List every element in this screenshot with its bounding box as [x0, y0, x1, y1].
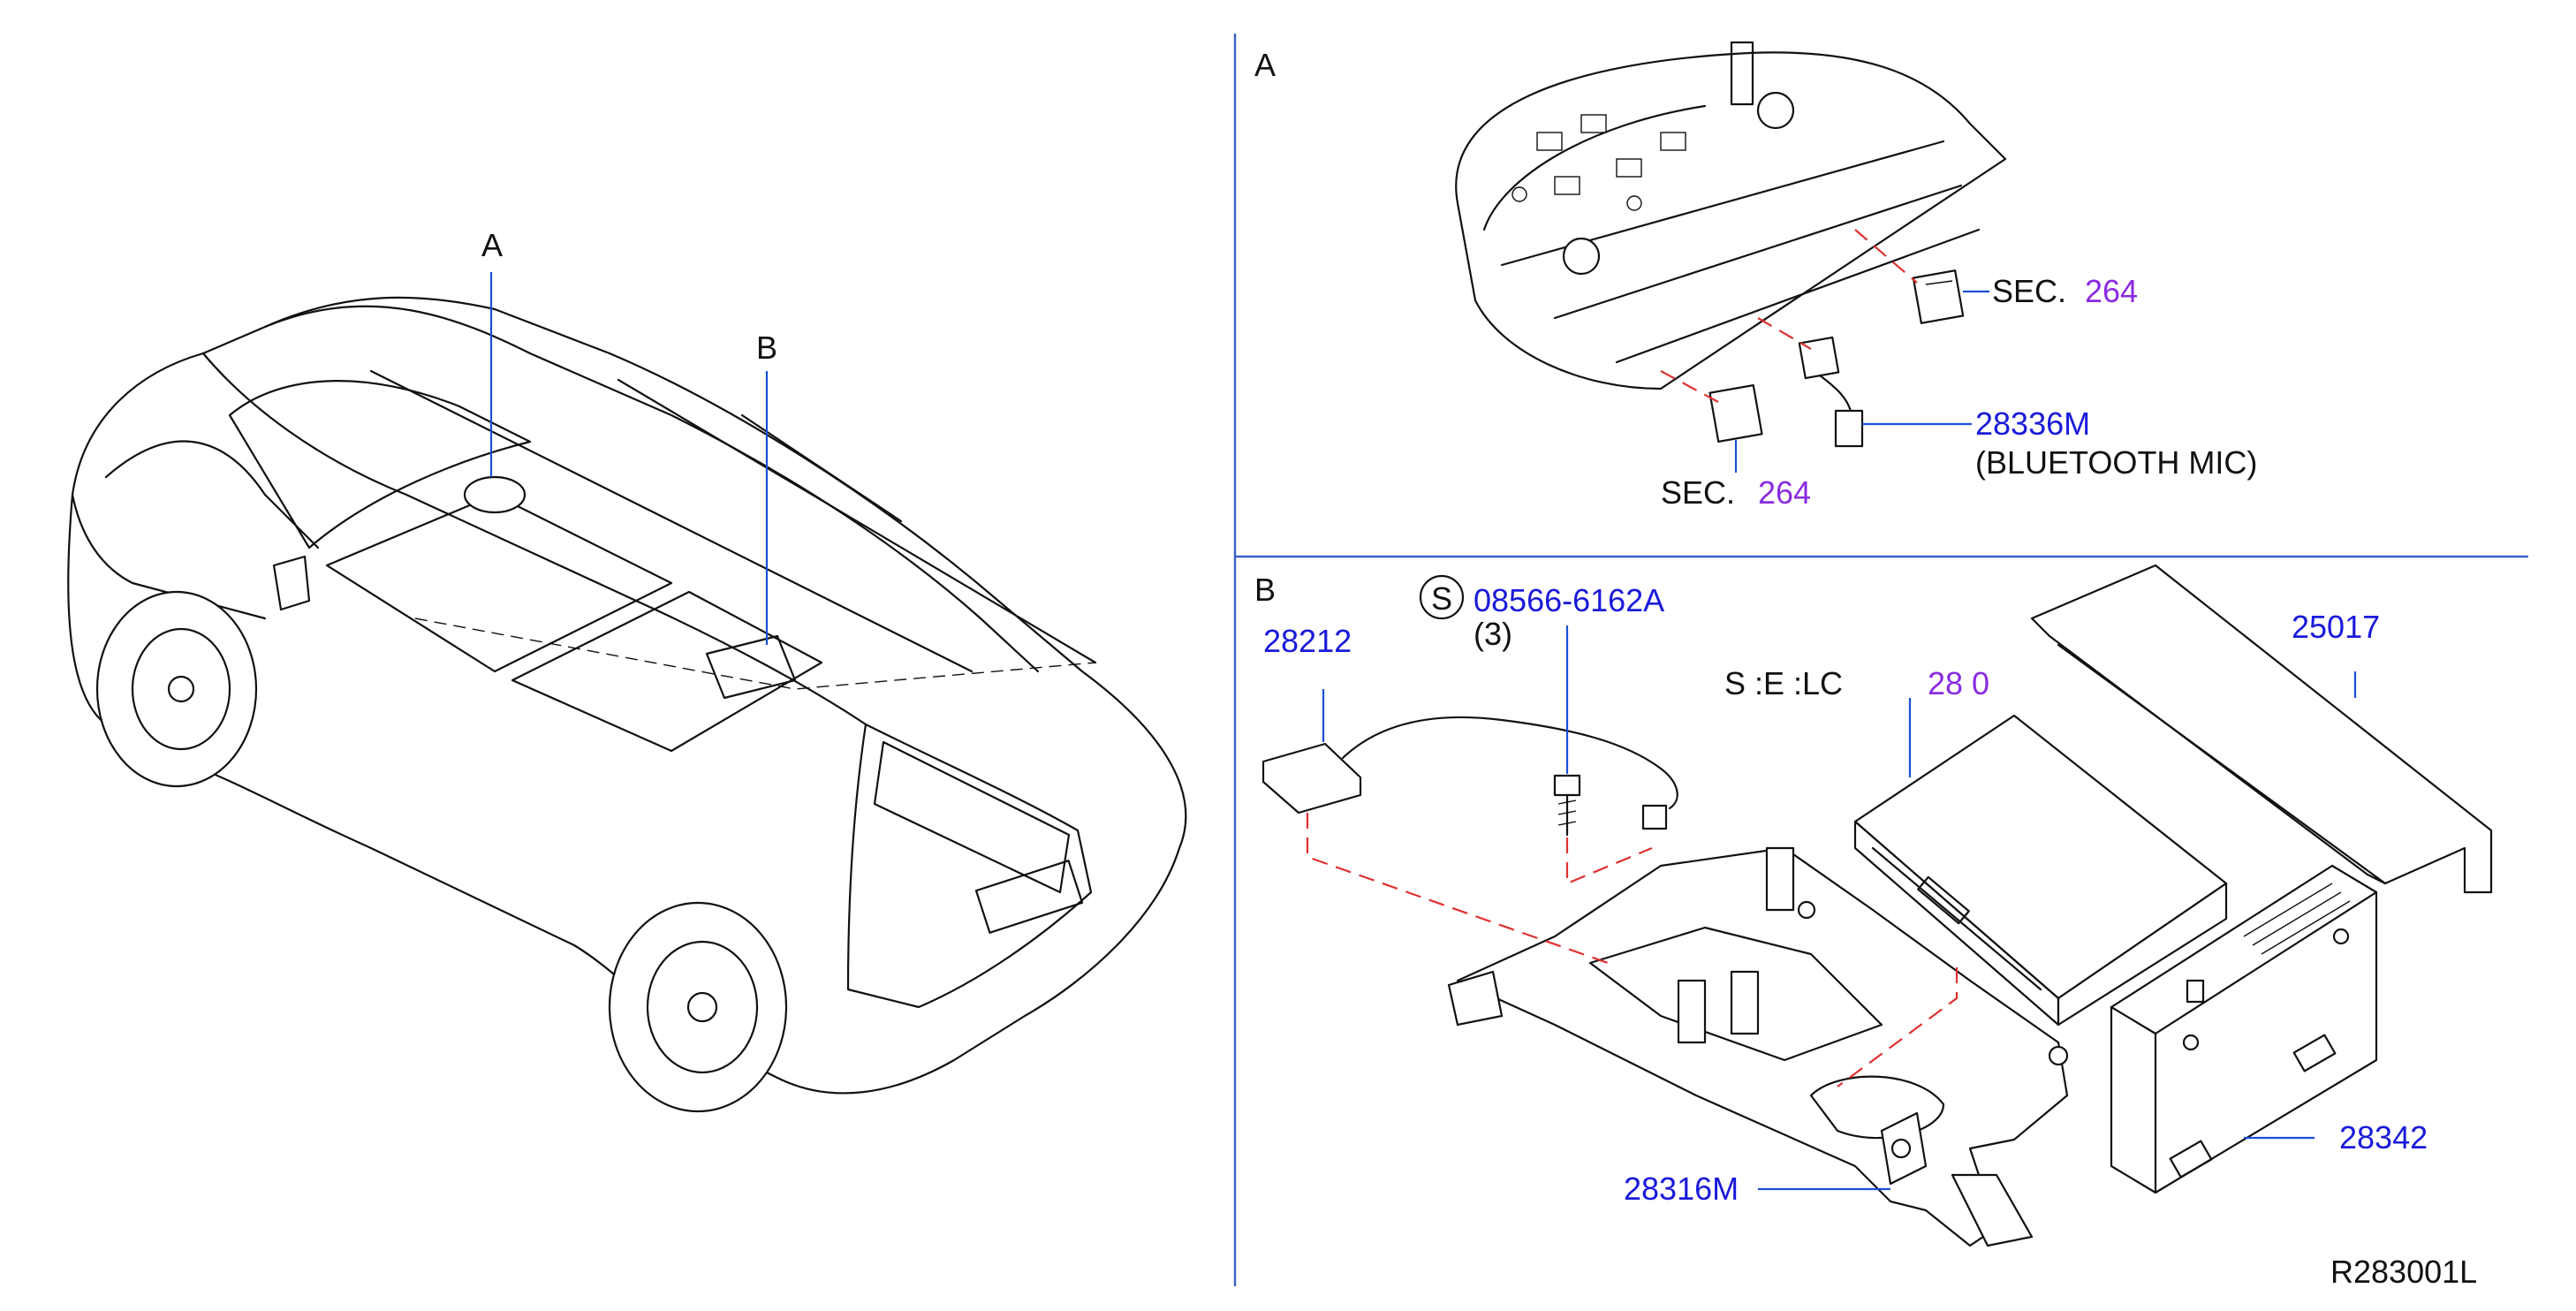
- phantom-line-mic: [1757, 317, 1812, 350]
- rear-window: [873, 740, 1071, 894]
- vehicle-body: [67, 296, 1187, 1095]
- rear-hatch: [846, 723, 1093, 1009]
- part-number-bluetooth-mic: 28336M: [1975, 405, 2090, 442]
- sec-ref-upper-prefix: SEC.: [1992, 273, 2066, 309]
- part-number-cover: 25017: [2292, 609, 2380, 645]
- hood-line: [104, 440, 320, 549]
- phantom-line-upper: [1854, 229, 1918, 284]
- roof-crossbar: [740, 413, 903, 523]
- roof-rail-right: [617, 378, 1097, 664]
- section-b-title: B: [1254, 572, 1276, 608]
- console-rib-3: [1615, 228, 1981, 364]
- roof-rail-left: [369, 369, 974, 673]
- phantom-line-unit: [1837, 967, 1959, 1087]
- part-number-bolt: 08566-6162A: [1474, 582, 1664, 618]
- console-inner-edge: [1482, 104, 1707, 231]
- side-window-rear: [511, 590, 823, 753]
- bolt: [1553, 774, 1581, 837]
- phantom-line-antenna: [1306, 813, 1609, 965]
- console-boss-1: [1756, 91, 1795, 130]
- drawing-code: R283001L: [2330, 1254, 2477, 1290]
- circuit-board: [1512, 114, 1686, 211]
- connector-lower: [1708, 383, 1763, 443]
- phantom-line-lower: [1660, 370, 1719, 403]
- console-boss-2: [1562, 237, 1601, 276]
- cargo-phantom-outline: [414, 618, 1096, 690]
- part-number-antenna: 28212: [1263, 623, 1352, 659]
- bolt-symbol: S: [1431, 580, 1452, 617]
- sec-ref-lower-number: 264: [1758, 474, 1811, 511]
- console-rib-2: [1553, 184, 1963, 320]
- license-plate: [974, 860, 1084, 934]
- sec-ref-unit-prefix: S :E :LC: [1724, 665, 1843, 701]
- windshield: [228, 380, 532, 549]
- sec-ref-upper-number: 264: [2085, 273, 2138, 309]
- section-a-title: A: [1254, 47, 1276, 83]
- side-window-front: [325, 493, 673, 673]
- view-a-marker: A: [481, 227, 503, 263]
- part-number-module: 28342: [2339, 1119, 2428, 1156]
- navigation-unit: [1853, 714, 2228, 1027]
- side-mirror: [272, 555, 311, 611]
- vehicle-illustration: [67, 272, 1187, 1113]
- module-location: [705, 634, 797, 700]
- bluetooth-mic-description: (BLUETOOTH MIC): [1975, 444, 2257, 481]
- view-b-marker: B: [756, 330, 777, 366]
- overhead-console: [1455, 41, 2007, 390]
- control-module: [2110, 864, 2378, 1194]
- console-tab: [1730, 41, 1754, 106]
- roof-edge: [263, 305, 1040, 673]
- front-wheel: [95, 590, 258, 788]
- connector-upper: [1912, 269, 1965, 324]
- sec-ref-unit-number: 28 0: [1928, 665, 1989, 701]
- bolt-symbol-circle: [1419, 574, 1465, 620]
- part-number-bracket: 28316M: [1624, 1171, 1739, 1207]
- bolt-quantity: (3): [1474, 616, 1512, 652]
- cover: [2030, 564, 2493, 894]
- rear-wheel: [608, 901, 788, 1113]
- bluetooth-mic: [1798, 336, 1864, 448]
- mounting-bracket: [1447, 846, 2069, 1247]
- antenna: [1261, 716, 1678, 830]
- front-bumper: [71, 493, 267, 620]
- sec-ref-lower-prefix: SEC.: [1661, 474, 1735, 511]
- overhead-console-location: [463, 475, 527, 514]
- phantom-line-bolt: [1565, 837, 1653, 885]
